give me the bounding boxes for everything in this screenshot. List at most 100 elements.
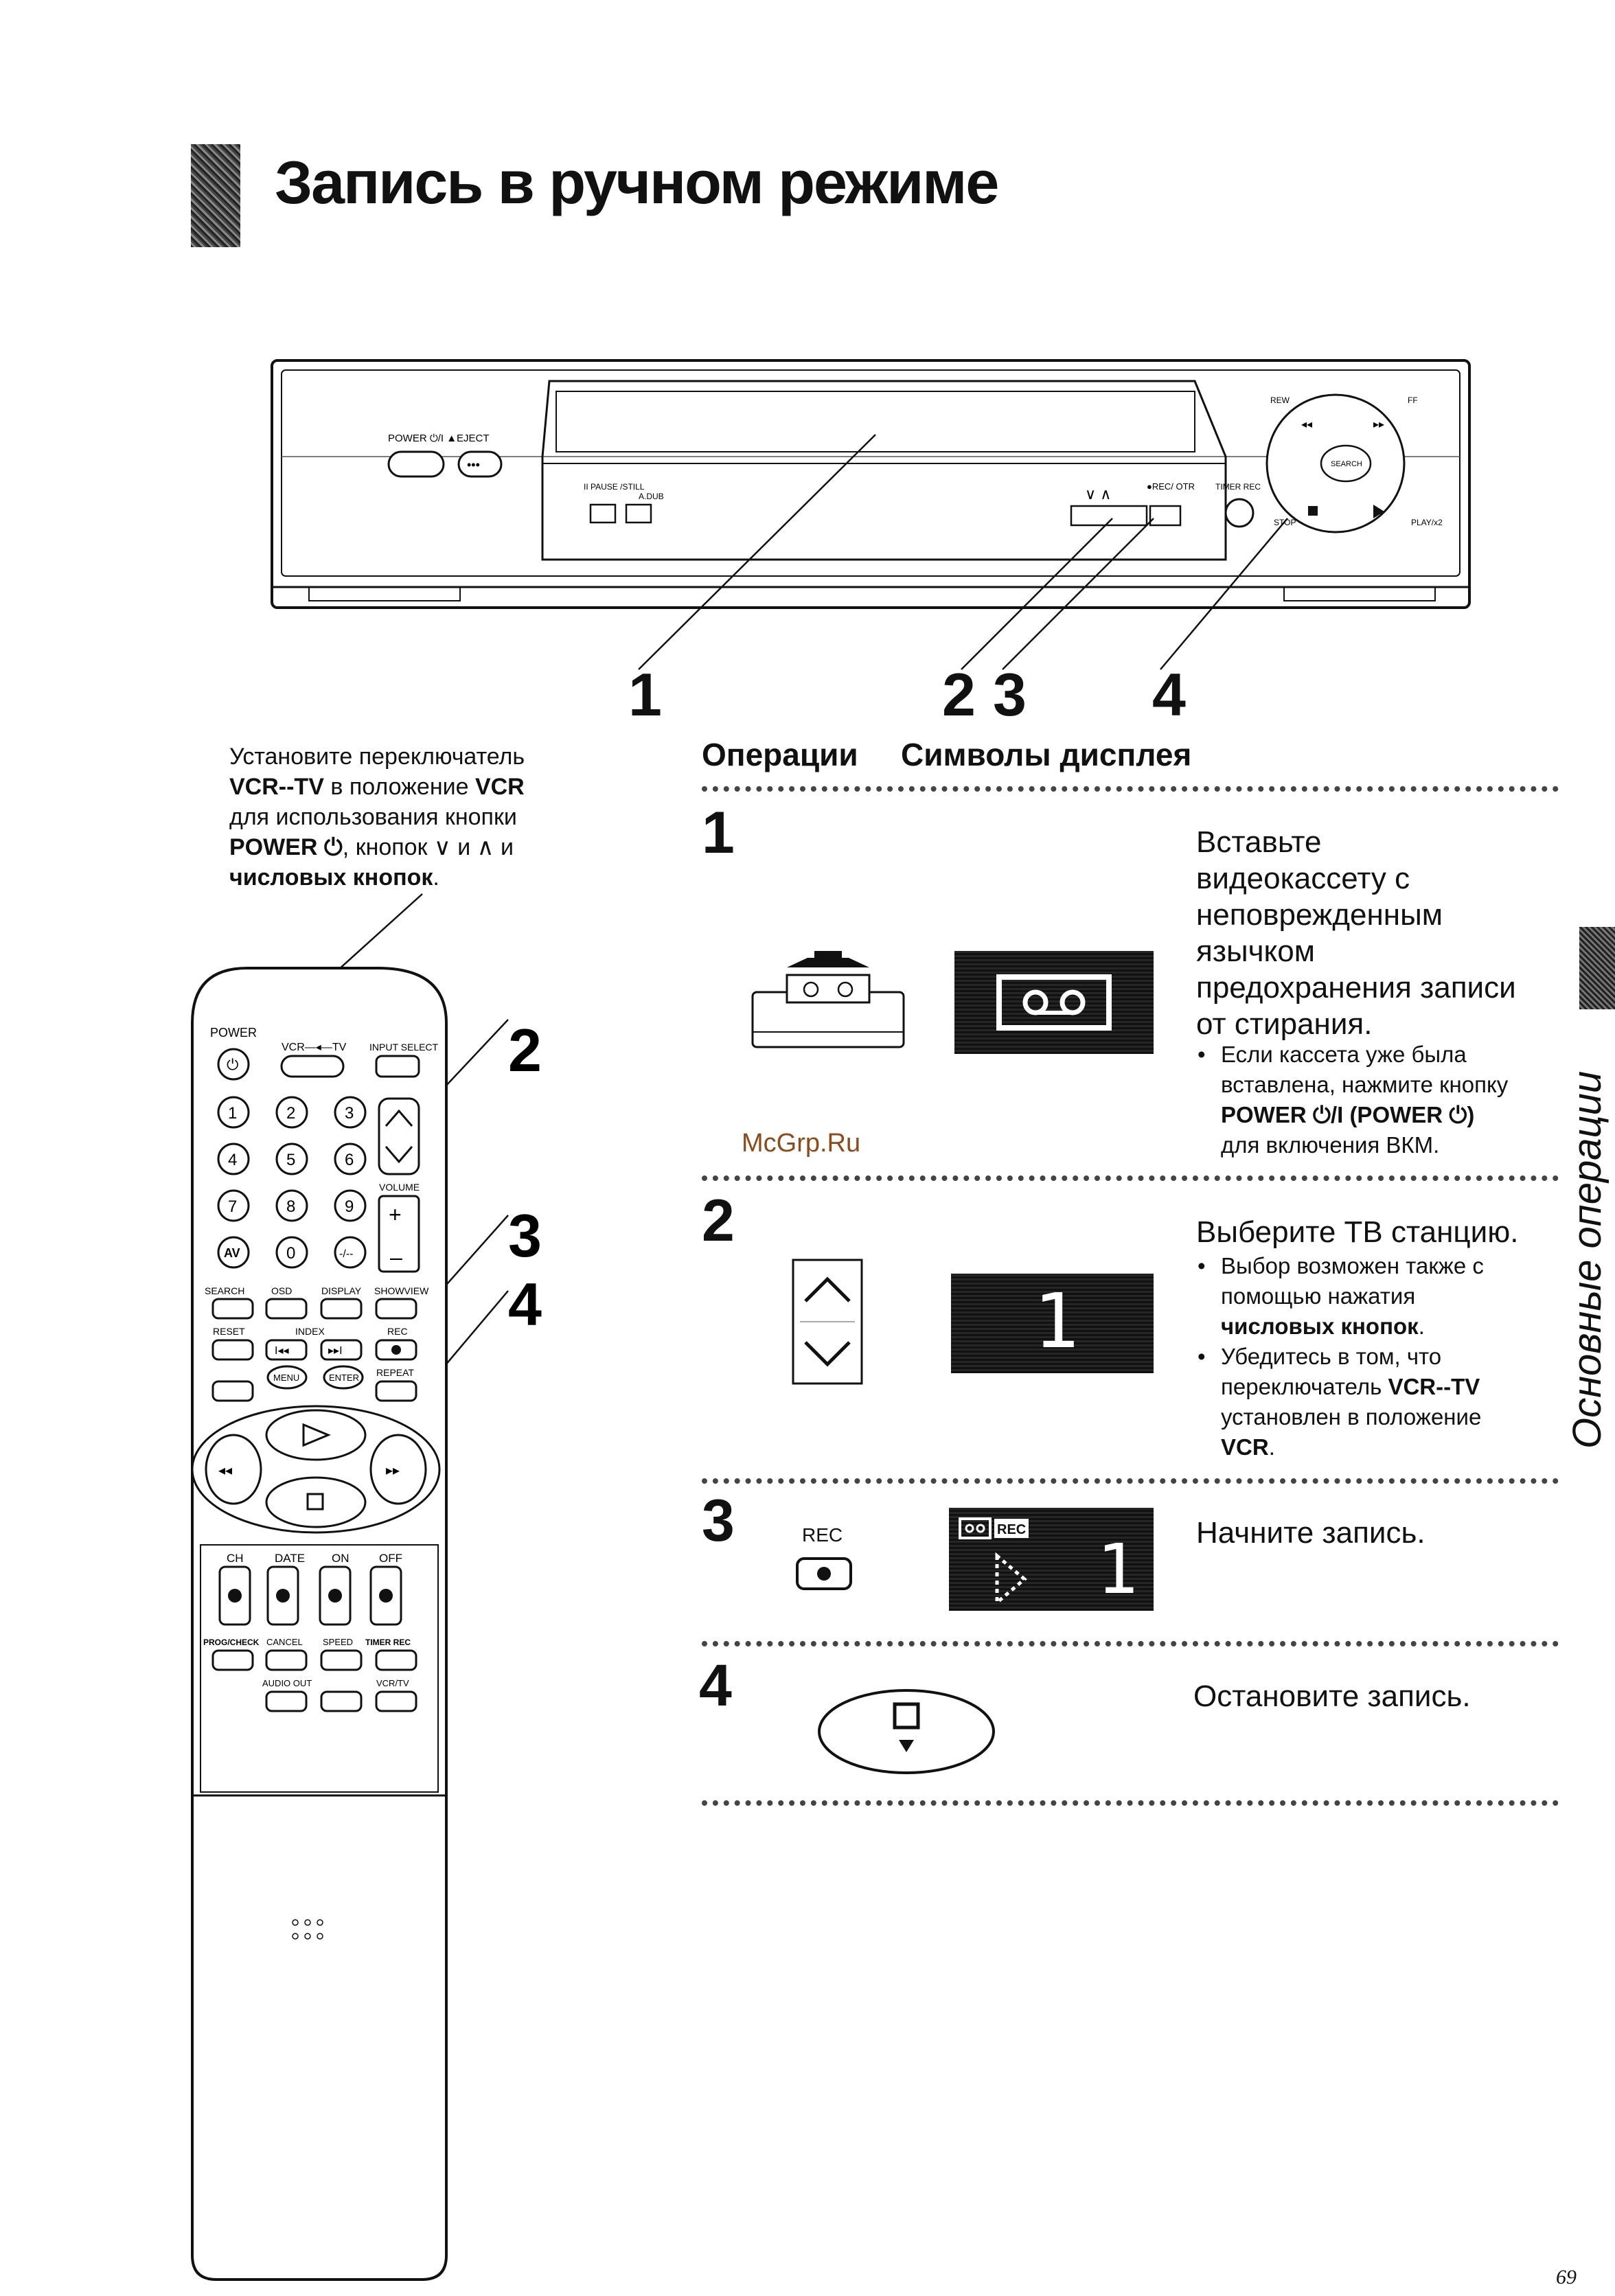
remote-digit-1[interactable]: [217, 1096, 250, 1129]
vcr-ff-label: FF: [1408, 395, 1418, 405]
remote-digit-3[interactable]: [334, 1096, 367, 1129]
stop-icon: [1308, 506, 1318, 516]
display-channel-symbol: 1: [951, 1274, 1154, 1373]
remote-digit-8[interactable]: [275, 1189, 308, 1222]
remote-callout-4: 4: [508, 1270, 542, 1338]
chevron-down-icon: [804, 1341, 851, 1367]
remote-vcr-tv-switch[interactable]: [280, 1055, 345, 1078]
remote-speed-label: SPEED: [323, 1637, 353, 1647]
channel-up-down-buttons: [792, 1259, 863, 1385]
remote-volume-rocker[interactable]: [378, 1195, 420, 1273]
remote-digit-6[interactable]: [334, 1143, 367, 1175]
vcr-channel-chevrons: ∨ ∧: [1085, 485, 1111, 503]
remote-transport-ring[interactable]: [191, 1405, 441, 1534]
remote-repeat-button[interactable]: [375, 1380, 417, 1402]
remote-search-button[interactable]: [211, 1298, 254, 1320]
remote-callout-2: 2: [508, 1016, 542, 1084]
remote-digit-9[interactable]: [334, 1189, 367, 1222]
remote-note-text: в положение: [323, 774, 475, 800]
remote-digit-7[interactable]: [217, 1189, 250, 1222]
rewind-icon: ◂◂: [218, 1463, 232, 1478]
vcr-front-panel: POWER ⏻/I ▲EJECT ••• II PAUSE /STILL A.D…: [271, 359, 1471, 609]
remote-volume-label: VOLUME: [379, 1182, 420, 1193]
side-section-label: Основные операции: [1565, 1070, 1610, 1449]
remote-search-label: SEARCH: [205, 1285, 244, 1296]
remote-input-select-label: INPUT SELECT: [369, 1042, 439, 1053]
vcr-eject-button[interactable]: [457, 450, 503, 478]
triangle-down-icon: [899, 1740, 914, 1752]
remote-vcr-tv-button[interactable]: [375, 1690, 417, 1712]
remote-display-button[interactable]: [320, 1298, 363, 1320]
vcr-search-label: SEARCH: [1331, 460, 1362, 468]
remote-index-next-button[interactable]: [320, 1339, 363, 1361]
remote-osd-button[interactable]: [265, 1298, 308, 1320]
record-icon: [391, 1345, 401, 1355]
remote-showview-button[interactable]: [375, 1298, 417, 1320]
skip-forward-icon: ▸▸I: [328, 1345, 343, 1357]
vcr-search-button[interactable]: [1320, 444, 1372, 483]
divider: [702, 1800, 1559, 1806]
remote-enter-button[interactable]: [323, 1365, 364, 1390]
remote-menu-button[interactable]: [266, 1365, 308, 1390]
remote-ch-label: CH: [227, 1552, 244, 1565]
remote-showview-label: SHOWVIEW: [374, 1285, 429, 1296]
svg-text:•••: •••: [467, 458, 480, 472]
remote-dash-button[interactable]: [334, 1236, 367, 1269]
chevron-up-icon: [804, 1276, 851, 1302]
cassette-icon: [959, 1517, 992, 1539]
remote-prog-check-label: PROG/CHECK: [203, 1638, 260, 1647]
vcr-pause-button[interactable]: [589, 503, 617, 524]
remote-power-button[interactable]: [217, 1048, 250, 1081]
vcr-power-button[interactable]: [387, 450, 445, 478]
svg-text:2: 2: [286, 1104, 295, 1123]
remote-control: 2 3 4 POWER ⏻ VCR—◂—TV INPUT SELECT 1 2 …: [191, 893, 542, 2281]
column-display-symbols: Символы дисплея: [901, 737, 1192, 772]
vcr-play-label: PLAY/x2: [1411, 518, 1443, 527]
remote-digit-5[interactable]: [275, 1143, 308, 1175]
remote-blank-button[interactable]: [320, 1690, 363, 1712]
remote-index-prev-button[interactable]: [265, 1339, 308, 1361]
page-title: Запись в ручном режиме: [275, 148, 999, 216]
remote-timer-rec-button[interactable]: [375, 1649, 417, 1671]
minus-icon: –: [390, 1245, 402, 1270]
vcr-adub-button[interactable]: [625, 503, 652, 524]
remote-rewind-button[interactable]: [205, 1434, 262, 1505]
remote-ff-button[interactable]: [369, 1434, 427, 1505]
svg-text:4: 4: [228, 1151, 237, 1169]
remote-audio-out-button[interactable]: [265, 1690, 308, 1712]
remote-rec-label: REC: [387, 1326, 408, 1337]
remote-speed-button[interactable]: [320, 1649, 363, 1671]
svg-text:1: 1: [228, 1104, 237, 1123]
divider: [702, 1175, 1559, 1181]
svg-text:6: 6: [345, 1151, 354, 1169]
remote-digit-4[interactable]: [217, 1143, 250, 1175]
fast-forward-icon: ▸▸: [386, 1463, 400, 1478]
watermark: McGrp.Ru: [742, 1129, 861, 1158]
remote-extra-button[interactable]: [211, 1380, 254, 1402]
remote-stop-button[interactable]: [265, 1476, 367, 1528]
svg-text:0: 0: [286, 1244, 295, 1263]
chevron-up-icon: [385, 1109, 413, 1127]
rewind-icon: ◂◂: [1301, 419, 1312, 430]
remote-osd-label: OSD: [271, 1285, 292, 1296]
skip-back-icon: I◂◂: [275, 1345, 289, 1357]
remote-reset-button[interactable]: [211, 1339, 254, 1361]
remote-repeat-label: REPEAT: [376, 1367, 414, 1378]
svg-text:3: 3: [345, 1104, 354, 1123]
svg-text:7: 7: [228, 1197, 237, 1216]
remote-cancel-button[interactable]: [265, 1649, 308, 1671]
remote-prog-check-button[interactable]: [211, 1649, 254, 1671]
remote-av-button[interactable]: [217, 1236, 250, 1269]
record-icon: [817, 1567, 831, 1581]
vcr-rec-button[interactable]: [1149, 505, 1182, 527]
remote-play-button[interactable]: [265, 1409, 367, 1461]
vcr-rec-label: ●REC/ OTR: [1147, 481, 1195, 492]
vcr-channel-buttons[interactable]: [1070, 505, 1148, 527]
remote-digit-2[interactable]: [275, 1096, 308, 1129]
vcr-timer-rec-button[interactable]: [1224, 498, 1255, 528]
remote-digit-0[interactable]: [275, 1236, 308, 1269]
remote-input-select-button[interactable]: [375, 1055, 420, 1078]
remote-timer-rec-label: TIMER REC: [365, 1638, 411, 1647]
vcr-rew-label: REW: [1270, 395, 1290, 405]
remote-channel-rocker[interactable]: [378, 1097, 420, 1175]
